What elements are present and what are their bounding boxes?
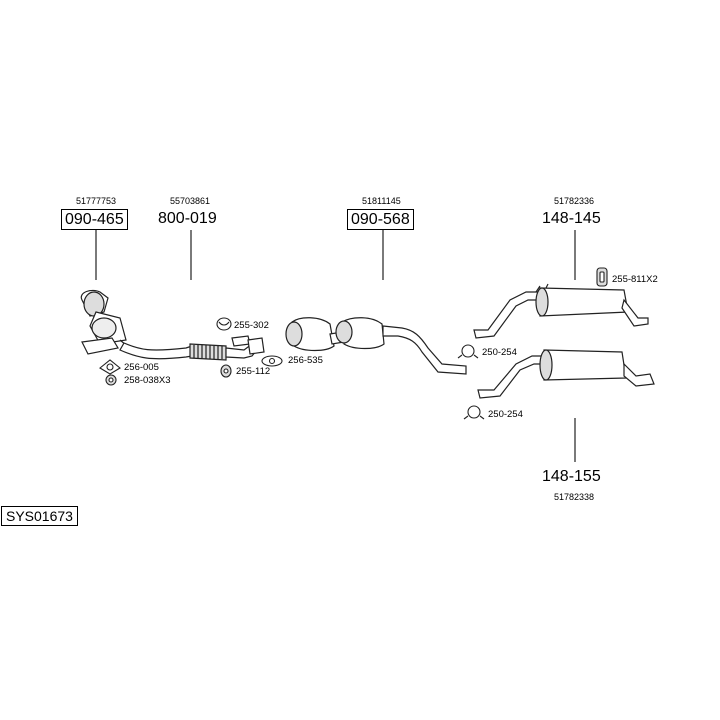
part-number-p3[interactable]: 090-568 [347, 209, 414, 230]
accessory-label-255-811x2[interactable]: 255-811X2 [612, 274, 658, 285]
part-number-p1[interactable]: 090-465 [61, 209, 128, 230]
oe-number-p5: 51782338 [554, 492, 595, 502]
clamp-icon-250-254-upper [457, 344, 479, 359]
accessory-label-250-254-lower[interactable]: 250-254 [488, 409, 523, 420]
clamp-icon-250-254-lower [463, 405, 485, 420]
accessory-label-250-254-upper[interactable]: 250-254 [482, 347, 517, 358]
bracket-icon-255-112 [220, 364, 232, 378]
centre-silencer [285, 317, 467, 375]
rear-silencer-lower [477, 349, 655, 399]
oe-number-p1: 51777753 [76, 196, 117, 206]
accessory-label-255-302[interactable]: 255-302 [234, 320, 269, 331]
part-number-p2[interactable]: 800-019 [158, 210, 217, 227]
clamp-icon-255-302 [216, 317, 232, 331]
accessory-label-255-112[interactable]: 255-112 [236, 366, 271, 377]
part-number-p4[interactable]: 148-145 [542, 210, 601, 227]
accessory-label-256-535[interactable]: 256-535 [288, 355, 323, 366]
front-pipe [119, 335, 265, 361]
oe-number-p3: 51811145 [362, 196, 401, 206]
catalytic-converter-front [80, 289, 133, 355]
accessory-label-258-038x3[interactable]: 258-038X3 [124, 375, 171, 386]
gasket-icon-256-005 [99, 359, 121, 375]
system-code-label: SYS01673 [1, 506, 78, 526]
nut-icon-258-038x3 [105, 374, 117, 386]
gasket-icon-256-535 [261, 355, 283, 367]
oe-number-p4: 51782336 [554, 196, 595, 206]
rubber-mount-icon-255-811x2 [596, 267, 608, 287]
rear-silencer-upper [473, 283, 649, 339]
oe-number-p2: 55703861 [170, 196, 211, 206]
accessory-label-256-005[interactable]: 256-005 [124, 362, 159, 373]
part-number-p5[interactable]: 148-155 [542, 468, 601, 485]
